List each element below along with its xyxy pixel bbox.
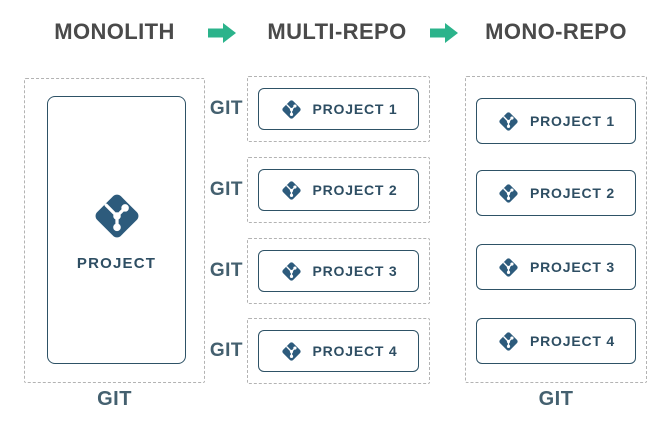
project-label: PROJECT <box>76 254 157 272</box>
git-icon <box>497 256 520 279</box>
git-icon <box>280 179 303 202</box>
project-label: PROJECT 3 <box>312 263 398 279</box>
right-arrow-icon <box>430 23 458 43</box>
project-label: PROJECT 1 <box>530 113 615 129</box>
repo-git-boundary: PROJECT 1 <box>247 76 430 142</box>
project-box: PROJECT 1 <box>476 98 636 144</box>
monorepo-git-boundary: PROJECT 1 PROJECT 2 PROJECT 3 PROJECT 4 <box>465 76 647 383</box>
project-box: PROJECT 3 <box>476 244 636 290</box>
stage-title-monolith: MONOLITH <box>54 19 175 44</box>
project-label: PROJECT 2 <box>530 185 615 201</box>
repo-git-boundary: PROJECT 4 <box>247 318 430 384</box>
project-box: PROJECT 2 <box>476 170 636 216</box>
project-box: PROJECT 1 <box>258 88 419 130</box>
git-label: GIT <box>209 98 243 119</box>
repo-git-boundary: PROJECT 2 <box>247 157 430 223</box>
git-icon <box>497 330 520 353</box>
project-label: PROJECT 3 <box>530 259 615 275</box>
project-label: PROJECT 2 <box>312 182 398 198</box>
git-icon <box>497 182 520 205</box>
git-label: GIT <box>209 260 243 281</box>
git-icon <box>280 340 303 363</box>
git-icon <box>90 189 144 243</box>
repo-git-boundary: PROJECT 3 <box>247 238 430 304</box>
project-box: PROJECT 2 <box>258 169 419 211</box>
git-icon <box>280 260 303 283</box>
git-caption-monorepo: GIT <box>538 388 574 410</box>
project-label: PROJECT 4 <box>530 333 615 349</box>
git-label: GIT <box>209 340 243 361</box>
project-box: PROJECT 4 <box>476 318 636 364</box>
stage-title-mono-repo: MONO-REPO <box>485 19 627 44</box>
project-label: PROJECT 4 <box>312 343 398 359</box>
stage-title-multi-repo: MULTI-REPO <box>267 19 407 44</box>
project-box: PROJECT 4 <box>258 330 419 372</box>
git-icon <box>280 98 303 121</box>
git-label: GIT <box>209 179 243 200</box>
project-label: PROJECT 1 <box>312 101 398 117</box>
project-box: PROJECT 3 <box>258 250 419 292</box>
git-caption-monolith: GIT <box>97 388 132 410</box>
right-arrow-icon <box>208 23 236 43</box>
git-icon <box>497 110 520 133</box>
monolith-project-box: PROJECT <box>47 96 186 364</box>
monolith-git-boundary: PROJECT <box>24 78 205 383</box>
